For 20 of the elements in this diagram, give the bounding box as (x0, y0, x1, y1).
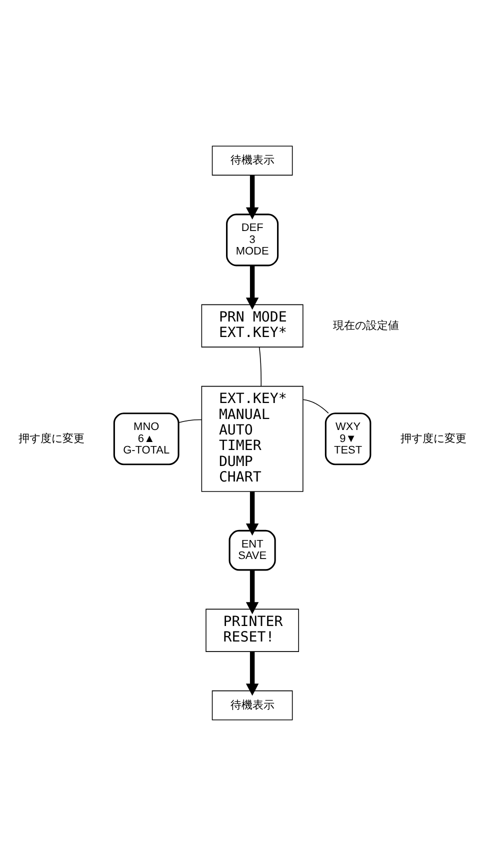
node-box: PRINTER RESET! (206, 608, 299, 652)
arrow (246, 570, 259, 614)
node-label: 押す度に変更 (400, 432, 467, 445)
node-box: 待機表示 (212, 690, 293, 720)
arrow (246, 175, 259, 220)
node-box: EXT.KEY* MANUAL AUTO TIMER DUMP CHART (201, 386, 304, 492)
connector (258, 346, 262, 387)
arrow (246, 492, 259, 536)
arrow (246, 652, 259, 696)
node-label: 現在の設定値 (333, 318, 400, 332)
node-box: WXY 9▼ TEST (324, 412, 372, 466)
connector (302, 399, 329, 414)
node-box: 待機表示 (212, 146, 293, 176)
arrow (246, 266, 259, 310)
node-label: 押す度に変更 (18, 432, 84, 445)
node-box: DEF 3 MODE (226, 214, 279, 266)
node-box: ENT SAVE (228, 530, 276, 571)
node-box: MNO 6▲ G-TOTAL (113, 412, 180, 466)
node-box: PRN MODE EXT.KEY* (201, 304, 304, 348)
connector (178, 419, 202, 424)
